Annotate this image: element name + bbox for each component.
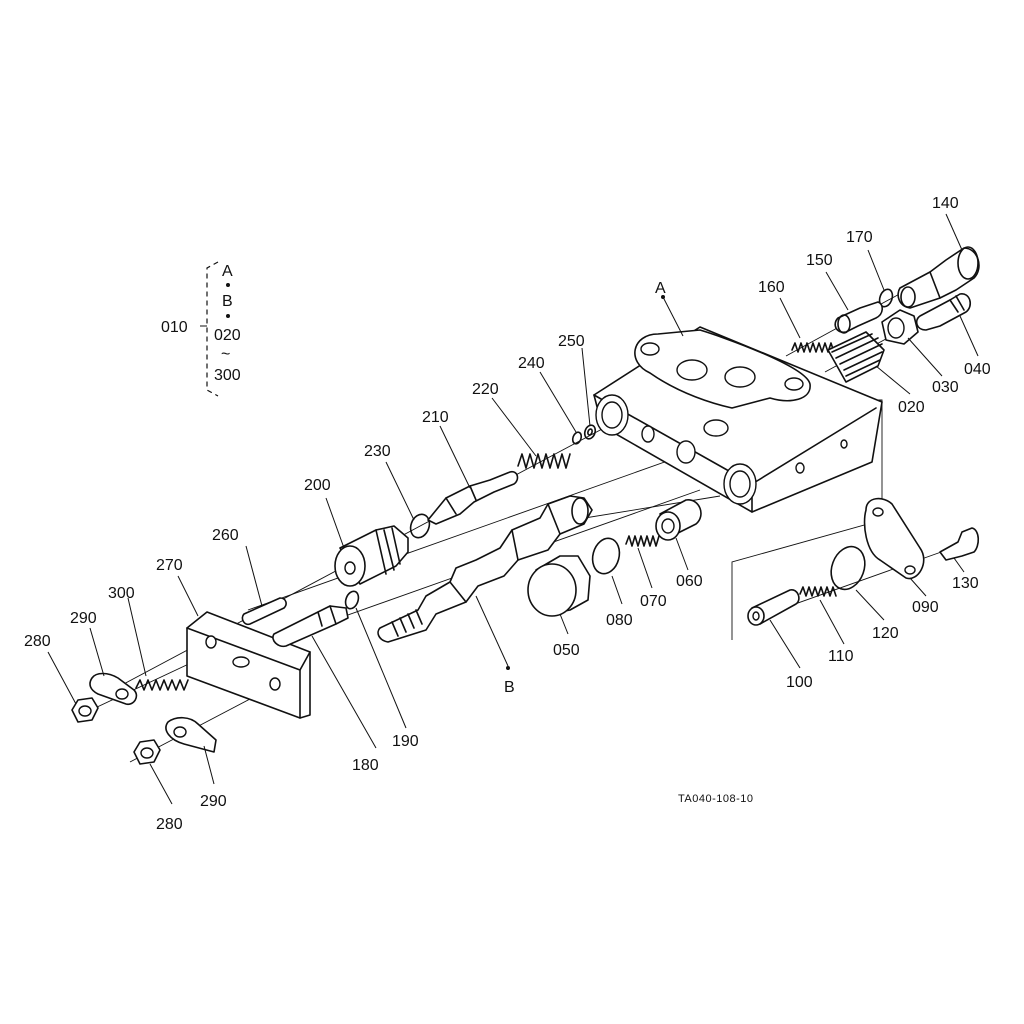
callout-160: 160 — [758, 279, 785, 296]
callout-070: 070 — [640, 593, 667, 610]
callout-240: 240 — [518, 355, 545, 372]
piston-060 — [655, 499, 702, 541]
assembly-bracket: 010 A B 020 ~ 300 — [161, 261, 241, 397]
ring-240 — [571, 431, 583, 445]
callout-170: 170 — [846, 229, 873, 246]
valve-body: A — [593, 280, 883, 513]
callout-260: 260 — [212, 527, 239, 544]
callout-290-lower: 290 — [200, 793, 227, 810]
callout-030: 030 — [932, 379, 959, 396]
callout-210: 210 — [422, 409, 449, 426]
callout-040: 040 — [964, 361, 991, 378]
marker-b: B — [504, 679, 515, 696]
leader-lines — [47, 213, 979, 805]
pin-260 — [241, 597, 287, 626]
poppet-needle-210 — [427, 470, 519, 525]
callout-180: 180 — [352, 757, 379, 774]
callout-100: 100 — [786, 674, 813, 691]
plug-140 — [897, 246, 980, 309]
screw-040 — [915, 293, 972, 331]
cover-090 — [863, 497, 925, 580]
poppet-seat-200 — [334, 525, 409, 587]
range-line-020: 020 — [214, 327, 241, 344]
callout-290-upper: 290 — [70, 610, 97, 627]
spring-070 — [625, 535, 660, 547]
callout-110: 110 — [828, 648, 854, 665]
spring-160 — [791, 342, 835, 353]
callout-150: 150 — [806, 252, 833, 269]
spool-b: B — [377, 495, 593, 696]
lever-290-lower — [165, 716, 217, 753]
callout-280-upper: 280 — [24, 633, 51, 650]
nut-280-lower — [133, 739, 161, 765]
spring-300 — [135, 679, 189, 691]
o-ring-190 — [344, 590, 360, 610]
poppet-150 — [834, 301, 884, 334]
callout-220: 220 — [472, 381, 499, 398]
end-plate-270 — [186, 611, 311, 719]
callout-080: 080 — [606, 612, 633, 629]
callout-190: 190 — [392, 733, 419, 750]
callout-280-lower: 280 — [156, 816, 183, 833]
plunger-180 — [272, 605, 349, 648]
callout-060: 060 — [676, 573, 703, 590]
callout-300: 300 — [108, 585, 135, 602]
callout-020: 020 — [898, 399, 925, 416]
range-tilde: ~ — [221, 346, 230, 363]
o-ring-080 — [591, 537, 621, 575]
bolt-130 — [939, 527, 980, 561]
marker-a: A — [655, 280, 666, 297]
callout-090: 090 — [912, 599, 939, 616]
callout-140: 140 — [932, 195, 959, 212]
piston-100 — [747, 589, 800, 626]
nut-280-upper — [71, 697, 99, 723]
callout-120: 120 — [872, 625, 899, 642]
callout-200: 200 — [304, 477, 331, 494]
lever-290-upper — [89, 672, 138, 706]
spring-020 — [827, 331, 885, 383]
nut-030 — [881, 309, 919, 345]
reference-code: TA040-108-10 — [678, 793, 754, 805]
o-ring-230 — [409, 513, 431, 539]
range-line-a: A — [222, 263, 233, 280]
callout-250: 250 — [558, 333, 585, 350]
o-ring-120 — [830, 545, 866, 591]
label-010: 010 — [161, 319, 188, 336]
callout-270: 270 — [156, 557, 183, 574]
spring-220 — [517, 453, 571, 469]
washer-250 — [583, 424, 597, 440]
assembly-axes — [77, 261, 976, 763]
range-line-300: 300 — [214, 367, 241, 384]
range-line-b: B — [222, 293, 233, 310]
plug-050 — [527, 555, 591, 617]
callout-130: 130 — [952, 575, 979, 592]
callout-230: 230 — [364, 443, 391, 460]
callout-050: 050 — [553, 642, 580, 659]
callouts: 140 170 150 160 040 030 020 250 240 220 … — [24, 195, 991, 833]
spring-110 — [799, 586, 837, 597]
